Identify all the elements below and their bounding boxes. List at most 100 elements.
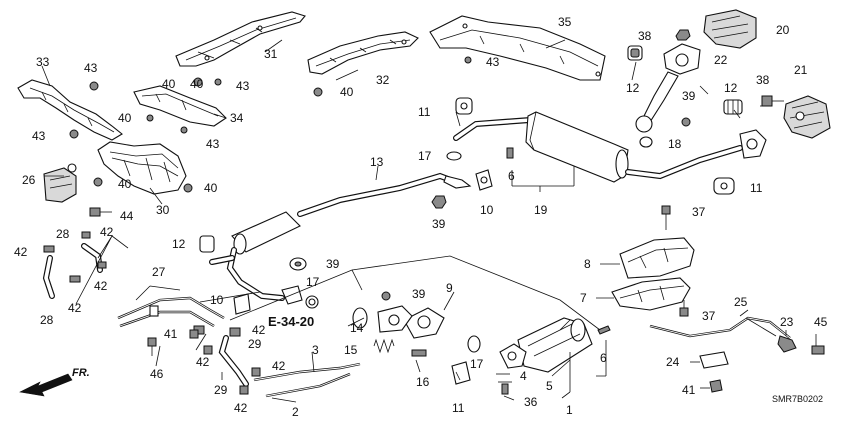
callout-18: 18 [668, 137, 682, 151]
reference-label: E-34-20 [268, 314, 314, 329]
hanger-rubber-10b [475, 169, 493, 191]
callout-12-left: 12 [172, 237, 186, 251]
callout-15: 15 [344, 343, 358, 357]
callout-6-upper: 6 [508, 169, 515, 183]
callout-43-c: 43 [236, 79, 250, 93]
callout-40-c: 40 [118, 177, 132, 191]
callout-44: 44 [120, 209, 134, 223]
callout-39-flange: 39 [412, 287, 426, 301]
callout-10-left: 10 [210, 293, 224, 307]
heat-shield-34 [133, 85, 227, 127]
flange-assembly [377, 305, 413, 333]
callout-21: 21 [794, 63, 808, 77]
callout-25: 25 [734, 295, 748, 309]
nut-38a [675, 29, 691, 41]
bolt-4 [496, 373, 512, 383]
callout-41-left: 41 [164, 327, 178, 341]
nut-40b [93, 177, 103, 187]
spring-15 [373, 338, 395, 354]
callout-12-right: 12 [724, 81, 738, 95]
clips-42-center [193, 325, 261, 395]
clip-42-left [43, 231, 107, 283]
callout-2: 2 [292, 405, 299, 419]
callout-9: 9 [446, 281, 453, 295]
callout-35: 35 [558, 15, 572, 29]
callout-24: 24 [666, 355, 680, 369]
heat-shield-35 [429, 15, 606, 81]
bolt-38b [761, 95, 784, 107]
hose-28 [42, 243, 103, 299]
callout-33: 33 [36, 55, 50, 69]
gasket-18 [639, 136, 653, 148]
callout-46: 46 [150, 367, 164, 381]
callout-40-b: 40 [118, 111, 132, 125]
callout-27: 27 [152, 265, 166, 279]
exhaust-manifold-cover-20 [703, 9, 757, 49]
bolt-37a [661, 205, 671, 230]
callout-40-a: 40 [162, 77, 176, 91]
sensor-wire-27 [117, 296, 225, 328]
callout-40-e: 40 [340, 85, 354, 99]
rubber-mount-12a [627, 45, 643, 61]
callout-10-center: 10 [480, 203, 494, 217]
sensor-45 [811, 345, 825, 355]
clip-23 [777, 335, 797, 353]
callout-16: 16 [416, 375, 430, 389]
callout-5: 5 [546, 379, 553, 393]
exhaust-manifold-21 [783, 95, 831, 139]
callout-38-upper: 38 [638, 29, 652, 43]
bracket-24 [699, 351, 729, 369]
callout-42-e: 42 [252, 323, 266, 337]
exhaust-flange-22 [635, 43, 701, 133]
callout-11-upper: 11 [418, 105, 431, 119]
callout-43-b: 43 [32, 129, 46, 143]
callout-42-c: 42 [94, 279, 108, 293]
rubber-mount-12b [723, 99, 743, 115]
heat-shield-bolts [69, 56, 472, 193]
front-label: FR. [72, 367, 90, 379]
hanger-rubber-11a [455, 97, 473, 115]
callout-20: 20 [776, 23, 790, 37]
flex-pipe-9 [403, 307, 445, 339]
callout-40-f: 40 [190, 77, 204, 91]
callout-42-f: 42 [196, 355, 210, 369]
bolt-46 [147, 337, 157, 356]
bolt-16 [411, 349, 427, 357]
callout-34: 34 [230, 111, 244, 125]
callout-42-d: 42 [68, 301, 82, 315]
callout-30: 30 [156, 203, 170, 217]
callout-42-h: 42 [234, 401, 248, 415]
bolt-44 [89, 207, 112, 217]
bolt-6b [597, 325, 611, 335]
callout-14: 14 [350, 321, 364, 335]
heat-shield-30 [97, 141, 187, 195]
rubber-mount-12c [199, 235, 215, 253]
bolt-41a [189, 329, 199, 339]
drawing-code: SMR7B0202 [772, 394, 823, 404]
exhaust-pipe-13 [209, 172, 472, 305]
callout-29-right: 29 [248, 337, 262, 351]
callout-28-upper: 28 [56, 227, 70, 241]
callout-39-right: 39 [682, 89, 696, 103]
callout-38-right: 38 [756, 73, 770, 87]
callout-6-lower: 6 [600, 351, 607, 365]
hanger-rubber-11c [451, 361, 471, 385]
callout-1: 1 [566, 403, 573, 417]
callout-41-right: 41 [682, 383, 696, 397]
nut-39d [681, 117, 691, 127]
heat-shield-8 [619, 237, 695, 279]
callout-32: 32 [376, 73, 390, 87]
callout-37-lower: 37 [702, 309, 716, 323]
gasket-14 [352, 307, 368, 329]
callout-11-right: 11 [750, 181, 763, 195]
callout-39-center: 39 [432, 217, 446, 231]
muffler-assembly-19 [453, 111, 767, 183]
front-direction-arrow-icon [19, 373, 73, 397]
callout-42-g: 42 [272, 359, 286, 373]
bolt-36 [501, 383, 509, 395]
bolt-6a [506, 147, 514, 159]
callout-36: 36 [524, 395, 538, 409]
callout-43-d: 43 [206, 137, 220, 151]
heat-shield-7 [611, 277, 691, 311]
